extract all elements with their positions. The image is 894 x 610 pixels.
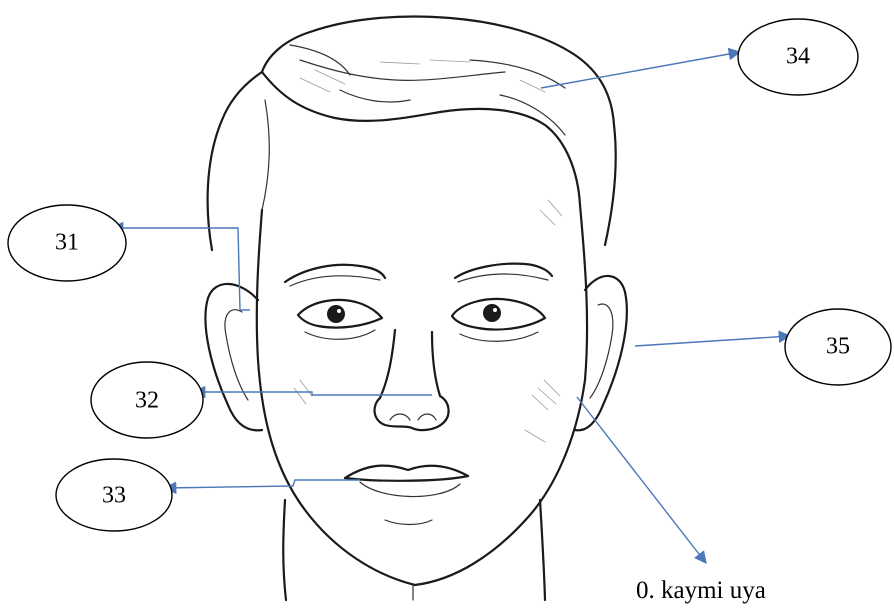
arrow-caption (577, 397, 706, 563)
callout-31: 31 (8, 205, 126, 281)
caption-text: 0. kaymi uya (636, 577, 766, 604)
callout-35: 35 (785, 309, 891, 385)
callout-label: 35 (826, 334, 850, 360)
nose (375, 330, 449, 430)
left-eyebrow (285, 265, 385, 282)
arrow-eye (112, 228, 250, 310)
connectors (112, 52, 790, 563)
right-eyebrow (455, 264, 552, 278)
mouth (345, 466, 468, 478)
callout-label: 33 (102, 483, 126, 509)
callout-label: 32 (135, 388, 159, 414)
callout-label: 34 (786, 44, 810, 70)
callout-32: 32 (91, 362, 203, 438)
callout-34: 34 (738, 19, 858, 95)
right-ear (575, 276, 627, 430)
callout-33: 33 (56, 459, 172, 531)
callout-label: 31 (55, 230, 79, 256)
arrow-ear (635, 336, 790, 346)
arrow-nose (194, 392, 432, 395)
arrow-mouth (165, 480, 360, 488)
face-illustration (205, 17, 626, 600)
arrow-hair (541, 52, 740, 88)
left-ear (205, 284, 262, 430)
